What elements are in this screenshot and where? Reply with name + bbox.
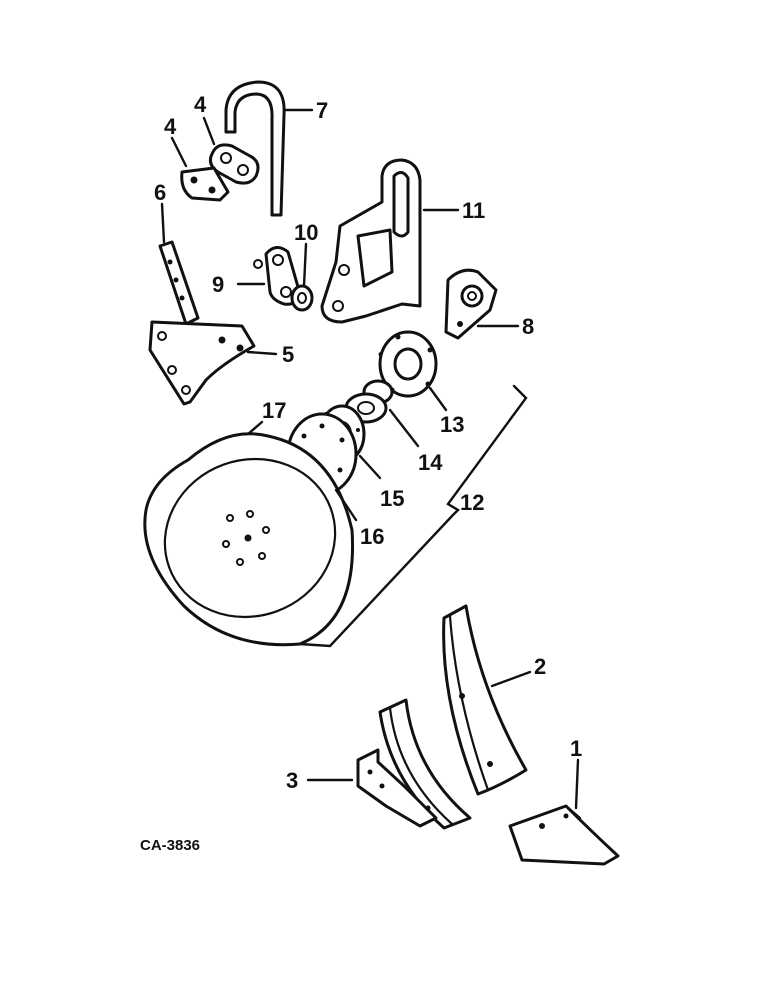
callout-16: 16 bbox=[360, 524, 384, 549]
callout-12: 12 bbox=[460, 490, 484, 515]
part-10-bushing[interactable] bbox=[290, 284, 314, 312]
leader-lines bbox=[160, 108, 580, 810]
part-7-j-hook[interactable] bbox=[224, 80, 286, 217]
callout-10: 10 bbox=[294, 220, 318, 245]
part-5-mounting-plate[interactable] bbox=[148, 320, 256, 406]
part-3-shank[interactable] bbox=[356, 698, 472, 830]
callout-4-lower: 4 bbox=[164, 114, 177, 139]
callout-7: 7 bbox=[316, 98, 328, 123]
part-11-main-bracket[interactable] bbox=[320, 158, 422, 324]
part-8-bearing-bracket[interactable] bbox=[444, 268, 498, 340]
part-1-point[interactable] bbox=[508, 804, 620, 866]
callout-5: 5 bbox=[282, 342, 294, 367]
part-2-curved-runner[interactable] bbox=[442, 604, 528, 796]
assembly-12-bracket bbox=[298, 384, 528, 648]
part-6-bracket-strip[interactable] bbox=[158, 240, 200, 326]
callout-15: 15 bbox=[380, 486, 404, 511]
callout-2: 2 bbox=[534, 654, 546, 679]
callout-6: 6 bbox=[154, 180, 166, 205]
callout-8: 8 bbox=[522, 314, 534, 339]
callout-9: 9 bbox=[212, 272, 224, 297]
callout-17: 17 bbox=[262, 398, 286, 423]
callout-labels: 7 4 4 6 10 11 9 8 5 13 17 14 15 12 16 2 … bbox=[154, 92, 582, 793]
callout-11: 11 bbox=[462, 198, 485, 223]
part-13-flange-hub[interactable] bbox=[378, 330, 438, 398]
callout-13: 13 bbox=[440, 412, 464, 437]
callout-14: 14 bbox=[418, 450, 443, 475]
part-4-link-plate-upper[interactable] bbox=[208, 143, 260, 185]
callout-1: 1 bbox=[570, 736, 582, 761]
part-4-link-plate-lower[interactable] bbox=[180, 166, 230, 202]
callout-4-upper: 4 bbox=[194, 92, 207, 117]
drawing-code: CA-3836 bbox=[140, 837, 200, 854]
callout-3: 3 bbox=[286, 768, 298, 793]
